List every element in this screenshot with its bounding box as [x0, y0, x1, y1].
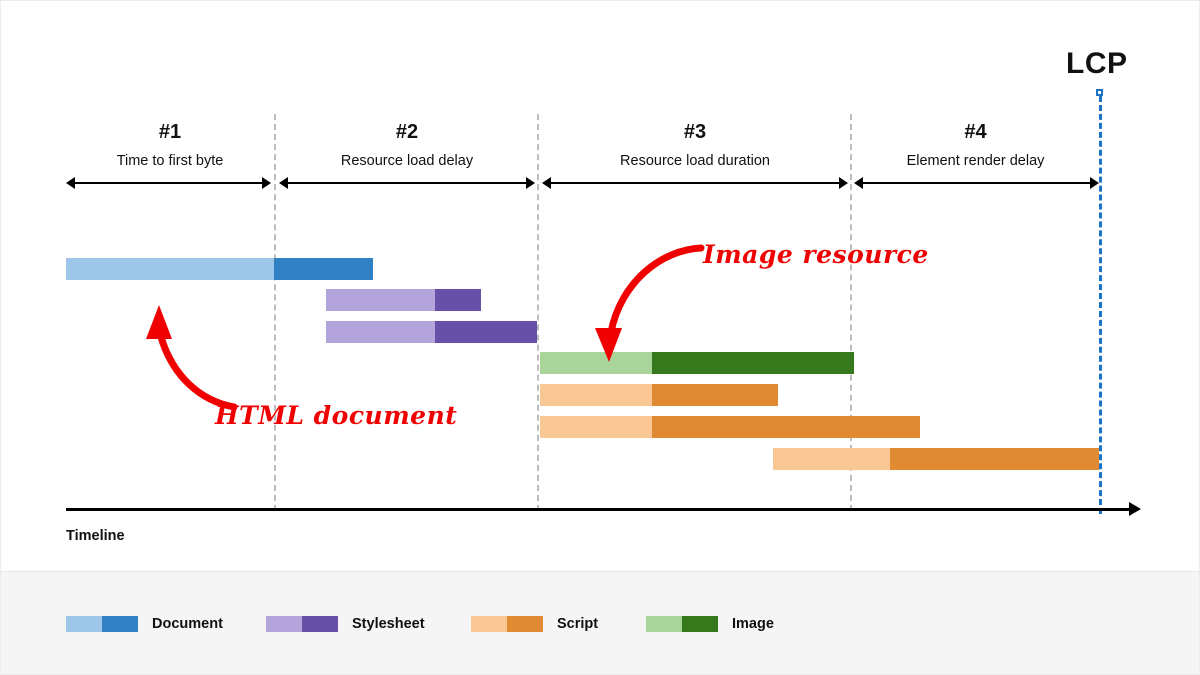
legend-swatch-document: [66, 616, 138, 632]
html-document-arrow-icon: [146, 305, 238, 411]
bar-segment-wait: [326, 289, 435, 311]
phase-2-label: Resource load delay: [340, 153, 474, 169]
phase-1-arrow: [66, 176, 271, 189]
bar-segment-wait: [66, 258, 274, 280]
gridline-2: [537, 114, 539, 511]
legend-item-document: Document: [66, 616, 223, 632]
resource-bar-document: [66, 258, 373, 280]
bar-segment-transfer: [652, 416, 920, 438]
legend-item-image: Image: [646, 616, 774, 632]
phase-1-number: #1: [158, 121, 182, 143]
bar-segment-transfer: [435, 321, 537, 343]
legend-swatch-stylesheet: [266, 616, 338, 632]
resource-bar-script-1: [540, 384, 778, 406]
lcp-label: LCP: [1066, 47, 1128, 80]
timeline-axis: [66, 508, 1129, 511]
annotation-html-document: HTML document: [215, 401, 458, 430]
gridline-1: [274, 114, 276, 511]
bar-segment-transfer: [652, 352, 854, 374]
legend-label-document: Document: [152, 616, 223, 632]
legend-label-script: Script: [557, 616, 599, 632]
bar-segment-wait: [326, 321, 435, 343]
gridline-3: [850, 114, 852, 511]
resource-bar-image: [540, 352, 854, 374]
lcp-line-cap: [1096, 89, 1103, 96]
legend-item-script: Script: [471, 616, 598, 632]
legend-label-stylesheet: Stylesheet: [352, 616, 425, 632]
resource-bar-stylesheet-1: [326, 289, 481, 311]
bar-segment-wait: [773, 448, 890, 470]
legend-swatch-image: [646, 616, 718, 632]
resource-bar-script-3: [773, 448, 1099, 470]
phase-3-number: #3: [683, 121, 707, 143]
phase-2-number: #2: [395, 121, 419, 143]
phase-3-label: Resource load duration: [620, 153, 770, 169]
phase-4-number: #4: [964, 121, 987, 143]
phase-4-label: Element render delay: [906, 153, 1045, 169]
bar-segment-transfer: [890, 448, 1099, 470]
phase-1-label: Time to first byte: [116, 153, 224, 169]
phase-2-arrow: [279, 176, 535, 189]
bar-segment-wait: [540, 416, 652, 438]
legend: Document Stylesheet Script Image: [1, 571, 1199, 674]
timeline-axis-label: Timeline: [66, 528, 125, 544]
phase-4-arrow: [854, 176, 1099, 189]
resource-bar-stylesheet-2: [326, 321, 537, 343]
timeline-axis-arrow: [1129, 502, 1141, 516]
image-resource-arrow-icon: [595, 244, 705, 362]
bar-segment-wait: [540, 384, 652, 406]
bar-segment-transfer: [274, 258, 373, 280]
resource-bar-script-2: [540, 416, 920, 438]
legend-label-image: Image: [732, 616, 774, 632]
bar-segment-transfer: [652, 384, 778, 406]
legend-item-stylesheet: Stylesheet: [266, 616, 425, 632]
phase-3-arrow: [542, 176, 848, 189]
bar-segment-transfer: [435, 289, 481, 311]
bar-segment-wait: [540, 352, 652, 374]
legend-swatch-script: [471, 616, 543, 632]
lcp-dashed-line: [1099, 96, 1102, 514]
annotation-image-resource: Image resource: [703, 240, 929, 269]
